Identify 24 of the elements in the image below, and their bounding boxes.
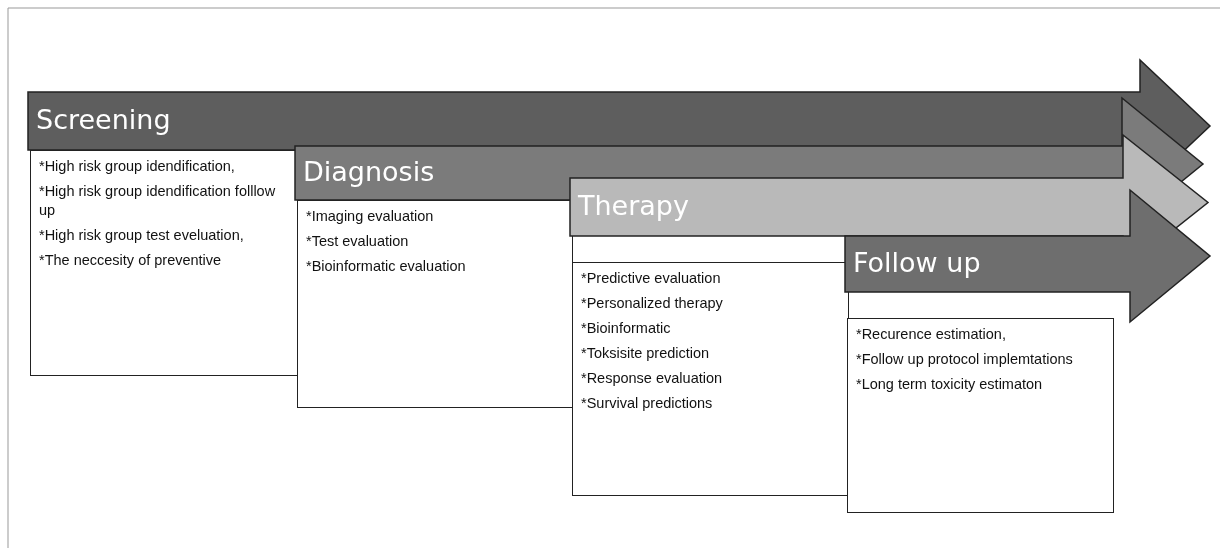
list-item: *High risk group idendification folllow up bbox=[39, 182, 277, 220]
list-item: *Bioinformatic bbox=[581, 319, 672, 338]
list-item: *The neccesity of preventive bbox=[39, 251, 223, 270]
list-box bbox=[847, 318, 1114, 513]
stage-heading: Diagnosis bbox=[303, 156, 435, 187]
list-item: *Predictive evaluation bbox=[581, 269, 722, 288]
list-item: *Long term toxicity estimaton bbox=[856, 375, 1044, 394]
list-item: *Personalized therapy bbox=[581, 294, 724, 313]
list-box bbox=[30, 150, 298, 376]
stage-heading: Therapy bbox=[578, 190, 689, 221]
stage-heading: Follow up bbox=[853, 247, 981, 278]
list-item: *Bioinformatic evaluation bbox=[306, 257, 467, 276]
list-item: *Survival predictions bbox=[581, 394, 714, 413]
list-item: *Response evaluation bbox=[581, 369, 724, 388]
list-item: *High risk group test eveluation, bbox=[39, 226, 245, 245]
list-item: *High risk group idendification, bbox=[39, 157, 236, 176]
list-box bbox=[297, 200, 573, 408]
list-box bbox=[572, 262, 849, 496]
list-item: *Toksisite prediction bbox=[581, 344, 711, 363]
stage-heading: Screening bbox=[36, 104, 171, 135]
list-item: *Imaging evaluation bbox=[306, 207, 435, 226]
list-item: *Test evaluation bbox=[306, 232, 410, 251]
list-item: *Follow up protocol implemtations bbox=[856, 350, 1074, 369]
list-item: *Recurence estimation, bbox=[856, 325, 1007, 344]
